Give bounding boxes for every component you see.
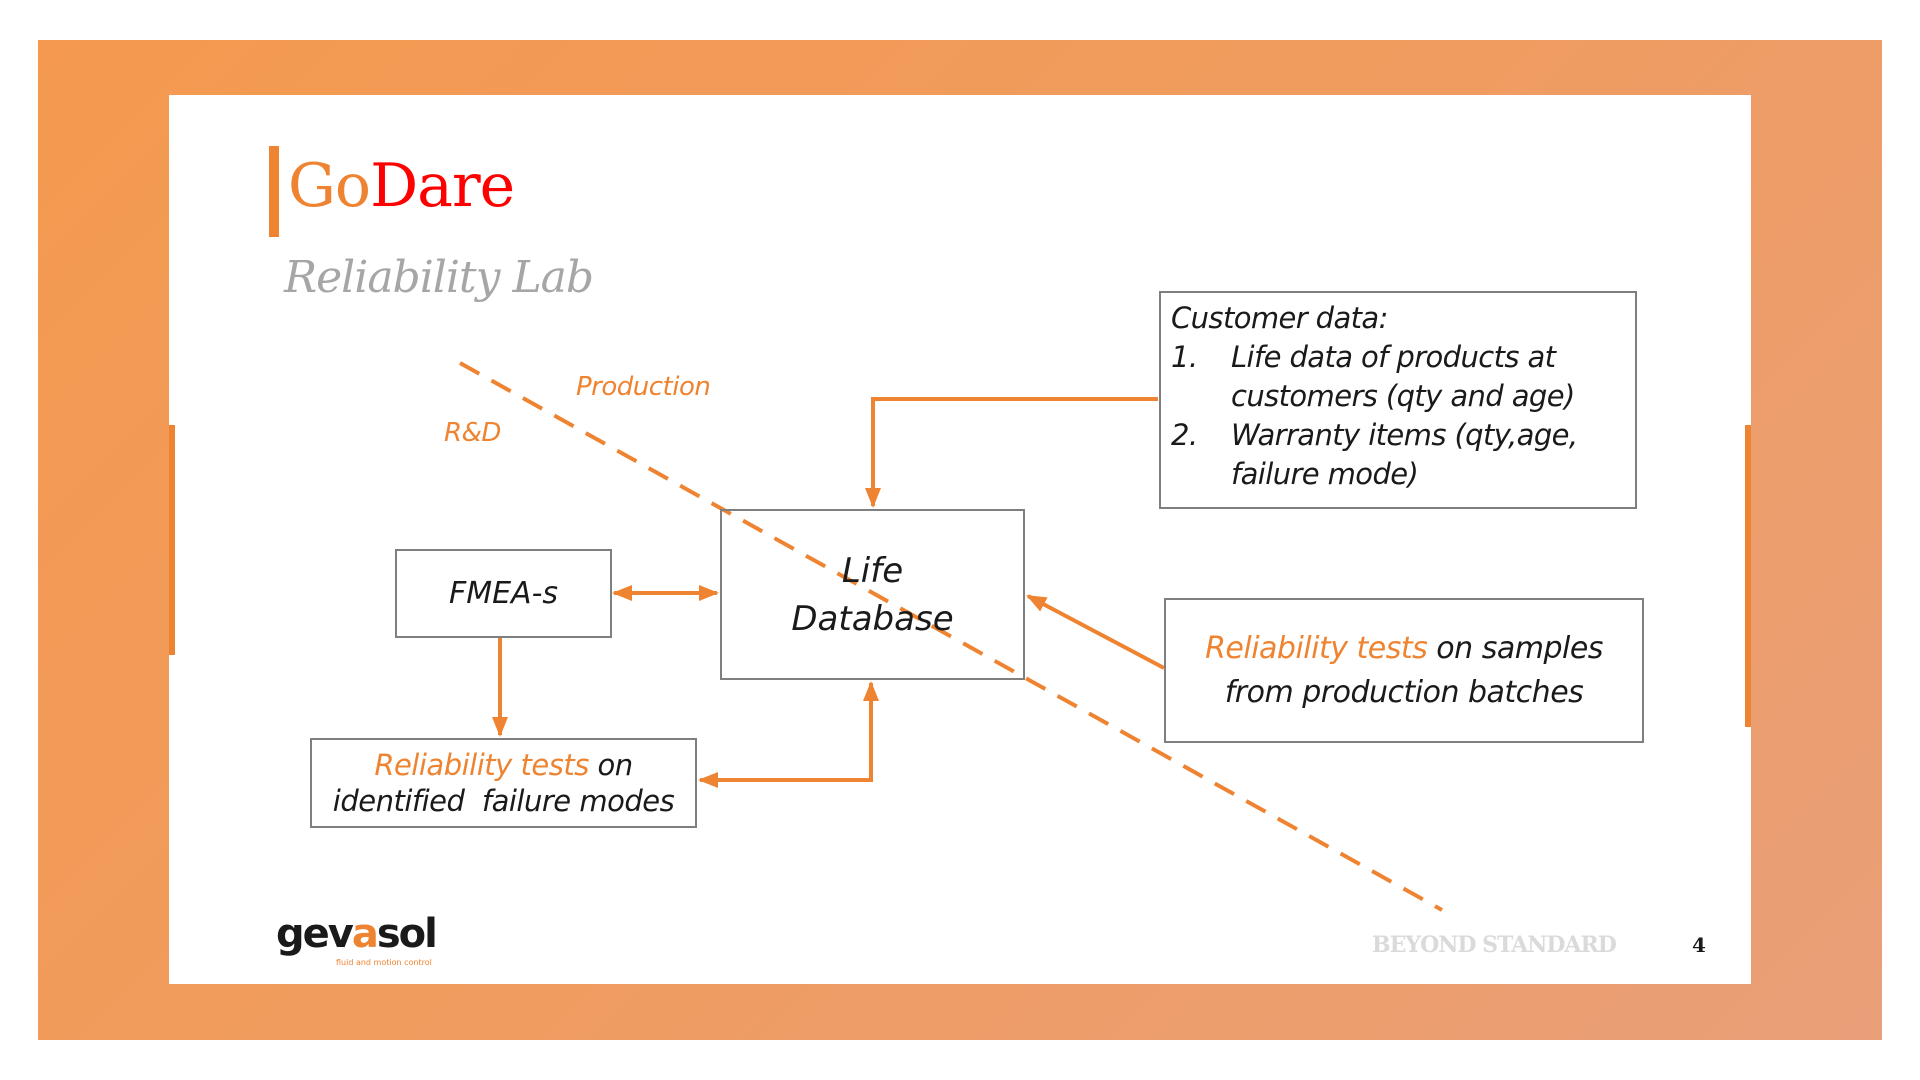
- item-number: 1.: [1171, 340, 1198, 374]
- reliability-tests-line1: Reliability tests on: [374, 747, 634, 783]
- item-text-continued: failure mode): [1231, 457, 1419, 491]
- customer-to-database-arrow: [865, 397, 1158, 508]
- production-tests-line2: from production batches: [1224, 674, 1584, 710]
- right-accent-bar: [1745, 425, 1751, 727]
- reliability-tests-rest: on: [588, 748, 634, 782]
- logo-tagline: fluid and motion control: [336, 958, 432, 967]
- slide-title: GoDare: [288, 148, 515, 224]
- logo-text-accent: a: [351, 911, 379, 957]
- life-database-box: Life Database: [720, 509, 1025, 680]
- life-database-line2: Database: [791, 598, 954, 639]
- reliability-tests-highlight: Reliability tests: [374, 748, 589, 782]
- customer-data-item: 2. Warranty items (qty,age,: [1171, 416, 1625, 455]
- customer-data-heading: Customer data:: [1171, 301, 1388, 335]
- item-text-continued: customers (qty and age): [1231, 379, 1575, 413]
- production-tests-highlight: Reliability tests: [1205, 630, 1428, 666]
- title-dare: Dare: [370, 151, 515, 221]
- production-region-label: Production: [576, 372, 711, 402]
- logo-text-part2: sol: [376, 911, 438, 957]
- reliability-tests-failure-modes-box: Reliability tests on identified failure …: [310, 738, 697, 828]
- page-number: 4: [1692, 933, 1706, 957]
- production-tests-line1: Reliability tests on samples: [1205, 627, 1603, 671]
- production-tests-rest: on samples: [1427, 630, 1603, 666]
- slide-canvas: [169, 95, 1751, 984]
- life-database-line1: Life: [841, 550, 904, 591]
- slide-subtitle: Reliability Lab: [284, 252, 594, 303]
- rd-region-label: R&D: [444, 418, 501, 448]
- footer-slogan: BEYOND STANDARD: [1372, 932, 1617, 958]
- fmea-label: FMEA-s: [448, 576, 559, 611]
- rd-production-boundary-dashed-line: [459, 361, 1443, 912]
- reliability-tests-database-bidirectional-arrow: [698, 681, 879, 788]
- item-number: 2.: [1171, 418, 1198, 452]
- fmea-box: FMEA-s: [395, 549, 612, 638]
- gevasol-logo: gevasol: [276, 911, 438, 957]
- logo-text-part1: gev: [276, 911, 354, 957]
- title-go: Go: [288, 151, 371, 221]
- reliability-tests-line2: identified failure modes: [332, 784, 675, 818]
- item-text: Warranty items (qty,age,: [1231, 418, 1578, 452]
- reliability-tests-production-box: Reliability tests on samples from produc…: [1164, 598, 1644, 743]
- item-text: Life data of products at: [1231, 340, 1556, 374]
- production-tests-to-database-arrow: [1026, 594, 1165, 670]
- customer-data-box: Customer data: 1. Life data of products …: [1159, 291, 1637, 509]
- left-accent-bar: [169, 425, 175, 655]
- title-accent-bar: [269, 146, 279, 237]
- customer-data-item: 1. Life data of products at: [1171, 338, 1625, 377]
